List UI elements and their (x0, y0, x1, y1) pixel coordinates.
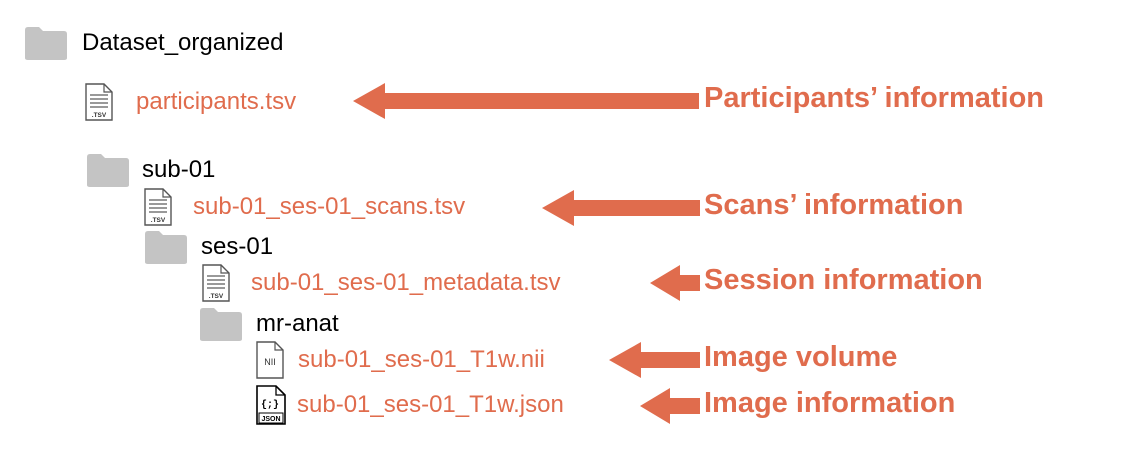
nii-file-icon: NII (256, 341, 284, 379)
svg-text:NII: NII (264, 357, 276, 367)
file-metadata[interactable]: .TSV sub-01_ses-01_metadata.tsv (201, 264, 561, 302)
svg-text:.TSV: .TSV (151, 217, 166, 224)
tree-root[interactable]: Dataset_organized (24, 25, 283, 61)
file-label-participants: participants.tsv (136, 88, 297, 115)
file-label-scans: sub-01_ses-01_scans.tsv (193, 193, 466, 220)
file-label-json: sub-01_ses-01_T1w.json (297, 391, 564, 418)
json-file-icon: {;} JSON (256, 385, 286, 425)
file-label-metadata: sub-01_ses-01_metadata.tsv (251, 269, 561, 296)
folder-sub-01[interactable]: sub-01 (86, 152, 215, 188)
annotation-scans: Scans’ information (704, 189, 964, 221)
tsv-file-icon: .TSV (85, 83, 113, 121)
folder-icon (87, 154, 129, 187)
folder-icon (200, 308, 242, 341)
annotation-image-info: Image information (704, 387, 956, 419)
arrow-scans (542, 190, 700, 226)
annotation-session: Session information (704, 264, 983, 296)
folder-label-sub: sub-01 (142, 156, 216, 183)
arrow-participants (353, 83, 699, 119)
tsv-file-icon: .TSV (144, 188, 172, 226)
folder-label-ses: ses-01 (201, 233, 274, 260)
folder-label-root: Dataset_organized (82, 29, 284, 56)
file-scans[interactable]: .TSV sub-01_ses-01_scans.tsv (143, 188, 465, 226)
arrow-volume (609, 342, 700, 378)
folder-icon (25, 27, 67, 60)
folder-mr-anat[interactable]: mr-anat (199, 306, 339, 342)
svg-text:{;}: {;} (261, 399, 279, 411)
tsv-file-icon: .TSV (202, 264, 230, 302)
file-label-nii: sub-01_ses-01_T1w.nii (298, 346, 545, 373)
file-participants[interactable]: .TSV participants.tsv (84, 83, 296, 121)
file-json[interactable]: {;} JSON sub-01_ses-01_T1w.json (255, 385, 564, 425)
folder-label-anat: mr-anat (256, 310, 339, 337)
arrow-image-info (640, 388, 700, 424)
folder-icon (145, 231, 187, 264)
annotation-volume: Image volume (704, 341, 898, 373)
arrow-session (650, 265, 700, 301)
annotation-participants: Participants’ information (704, 82, 1044, 114)
folder-ses-01[interactable]: ses-01 (144, 229, 273, 265)
svg-text:JSON: JSON (261, 416, 280, 423)
file-nii[interactable]: NII sub-01_ses-01_T1w.nii (255, 341, 545, 379)
svg-text:.TSV: .TSV (209, 293, 224, 300)
svg-text:.TSV: .TSV (92, 112, 107, 119)
